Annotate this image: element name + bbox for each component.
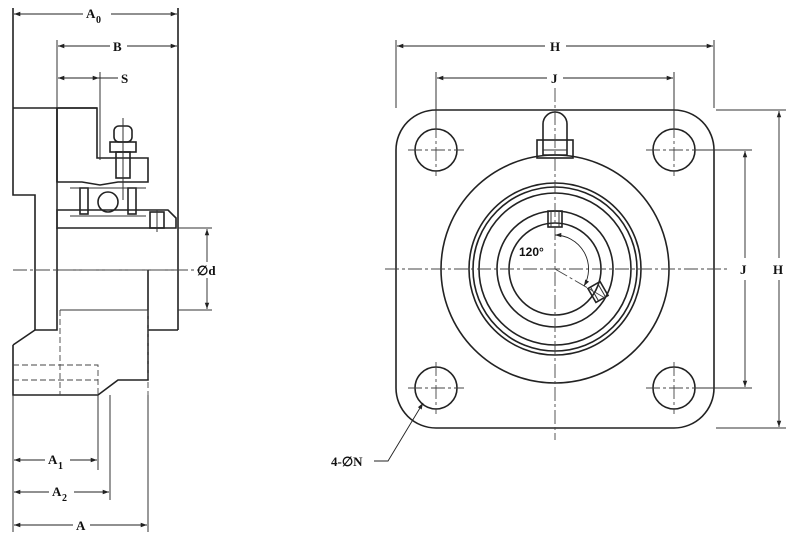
angle-label: 120° — [519, 245, 544, 259]
dim-a0: A 0 — [14, 6, 177, 26]
dim-a1-subscript: 1 — [58, 461, 63, 472]
dim-h-top: H — [397, 39, 713, 54]
dim-j-top-label: J — [551, 71, 558, 86]
dim-a: A — [14, 518, 147, 533]
dim-s: S — [58, 71, 128, 86]
dim-a2-label: A — [52, 484, 62, 499]
dim-d-label: ∅d — [197, 263, 216, 278]
dim-h-top-label: H — [550, 39, 560, 54]
hole-callout-label: 4-∅N — [331, 454, 363, 469]
dim-a-label: A — [76, 518, 86, 533]
grease-fitting — [109, 118, 137, 200]
hole-callout: 4-∅N — [331, 402, 424, 469]
dim-j-right: J — [740, 151, 748, 387]
bolt-holes — [408, 124, 702, 414]
dim-h-right-label: H — [773, 262, 783, 277]
dim-j-right-label: J — [740, 262, 747, 277]
dim-j-top: J — [437, 71, 673, 86]
dim-b: B — [58, 39, 177, 54]
dim-h-right: H — [773, 111, 783, 427]
dim-a1-label: A — [48, 452, 58, 467]
dim-a1: A 1 — [14, 452, 97, 472]
dim-a2: A 2 — [14, 484, 109, 504]
dim-s-label: S — [121, 71, 128, 86]
dim-b-label: B — [113, 39, 122, 54]
bearing-insert — [70, 187, 165, 232]
side-view: A 0 B S ∅d A 1 — [12, 6, 216, 533]
housing-section — [56, 107, 177, 229]
dim-a2-subscript: 2 — [62, 493, 67, 504]
front-view: 120° H J J — [331, 39, 786, 469]
dim-a0-label: A — [86, 6, 96, 21]
dim-a0-subscript: 0 — [96, 15, 101, 26]
housing-outline — [12, 8, 179, 396]
dim-d: ∅d — [197, 229, 216, 309]
angle-indicator: 120° — [519, 232, 590, 287]
flange-plate — [395, 109, 715, 429]
